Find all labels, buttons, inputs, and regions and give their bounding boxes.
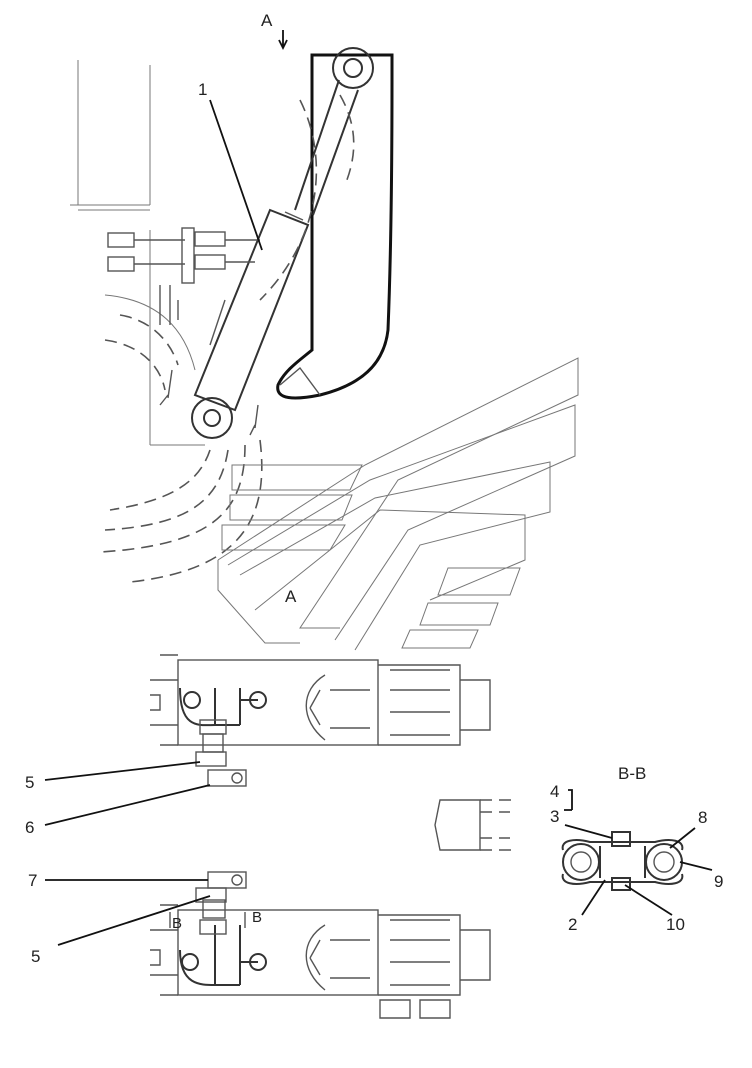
section-mark-label: A	[285, 587, 297, 606]
section-b-b-view	[561, 789, 713, 916]
section-b-right-label: B	[252, 909, 262, 926]
upper-pin	[332, 47, 374, 89]
callout-4: 4	[550, 782, 559, 801]
leader-callout-6	[44, 784, 211, 826]
section-title: B-B	[618, 764, 646, 783]
view-arrow	[278, 30, 288, 51]
plan-view-lower	[150, 871, 491, 1019]
leader-callout-5a	[44, 761, 201, 781]
hydraulic-cylinder	[193, 79, 359, 412]
plan-view-upper	[150, 654, 491, 787]
lower-pin	[191, 397, 233, 439]
guide-bracket	[434, 799, 515, 851]
callout-3: 3	[550, 807, 559, 826]
section-c-marks	[159, 369, 259, 436]
callout-8: 8	[698, 808, 707, 827]
leader-callout-4	[564, 789, 573, 811]
section-b-left-label: B	[172, 915, 182, 932]
swing-path-arcs	[99, 94, 355, 583]
callout-6: 6	[25, 818, 34, 837]
leader-callout-9	[679, 861, 713, 871]
callout-5a: 5	[25, 773, 34, 792]
ripper-shank	[276, 53, 394, 400]
leader-callout-10	[624, 884, 673, 916]
callout-7: 7	[28, 871, 37, 890]
leader-callout-3	[564, 824, 613, 839]
side-view	[70, 47, 579, 651]
callout-5b: 5	[31, 947, 40, 966]
leader-callout-8	[669, 827, 696, 849]
leader-callout-5b	[57, 895, 211, 946]
frame-outline	[70, 60, 205, 446]
callout-9: 9	[714, 872, 723, 891]
chevron-frame	[217, 357, 579, 651]
callout-2: 2	[568, 915, 577, 934]
leader-callout-1	[209, 99, 263, 251]
callout-1: 1	[198, 80, 207, 99]
view-arrow-label: A	[261, 11, 273, 30]
hose-connectors	[107, 227, 260, 325]
callout-10: 10	[666, 915, 685, 934]
leader-callout-2	[581, 879, 606, 916]
